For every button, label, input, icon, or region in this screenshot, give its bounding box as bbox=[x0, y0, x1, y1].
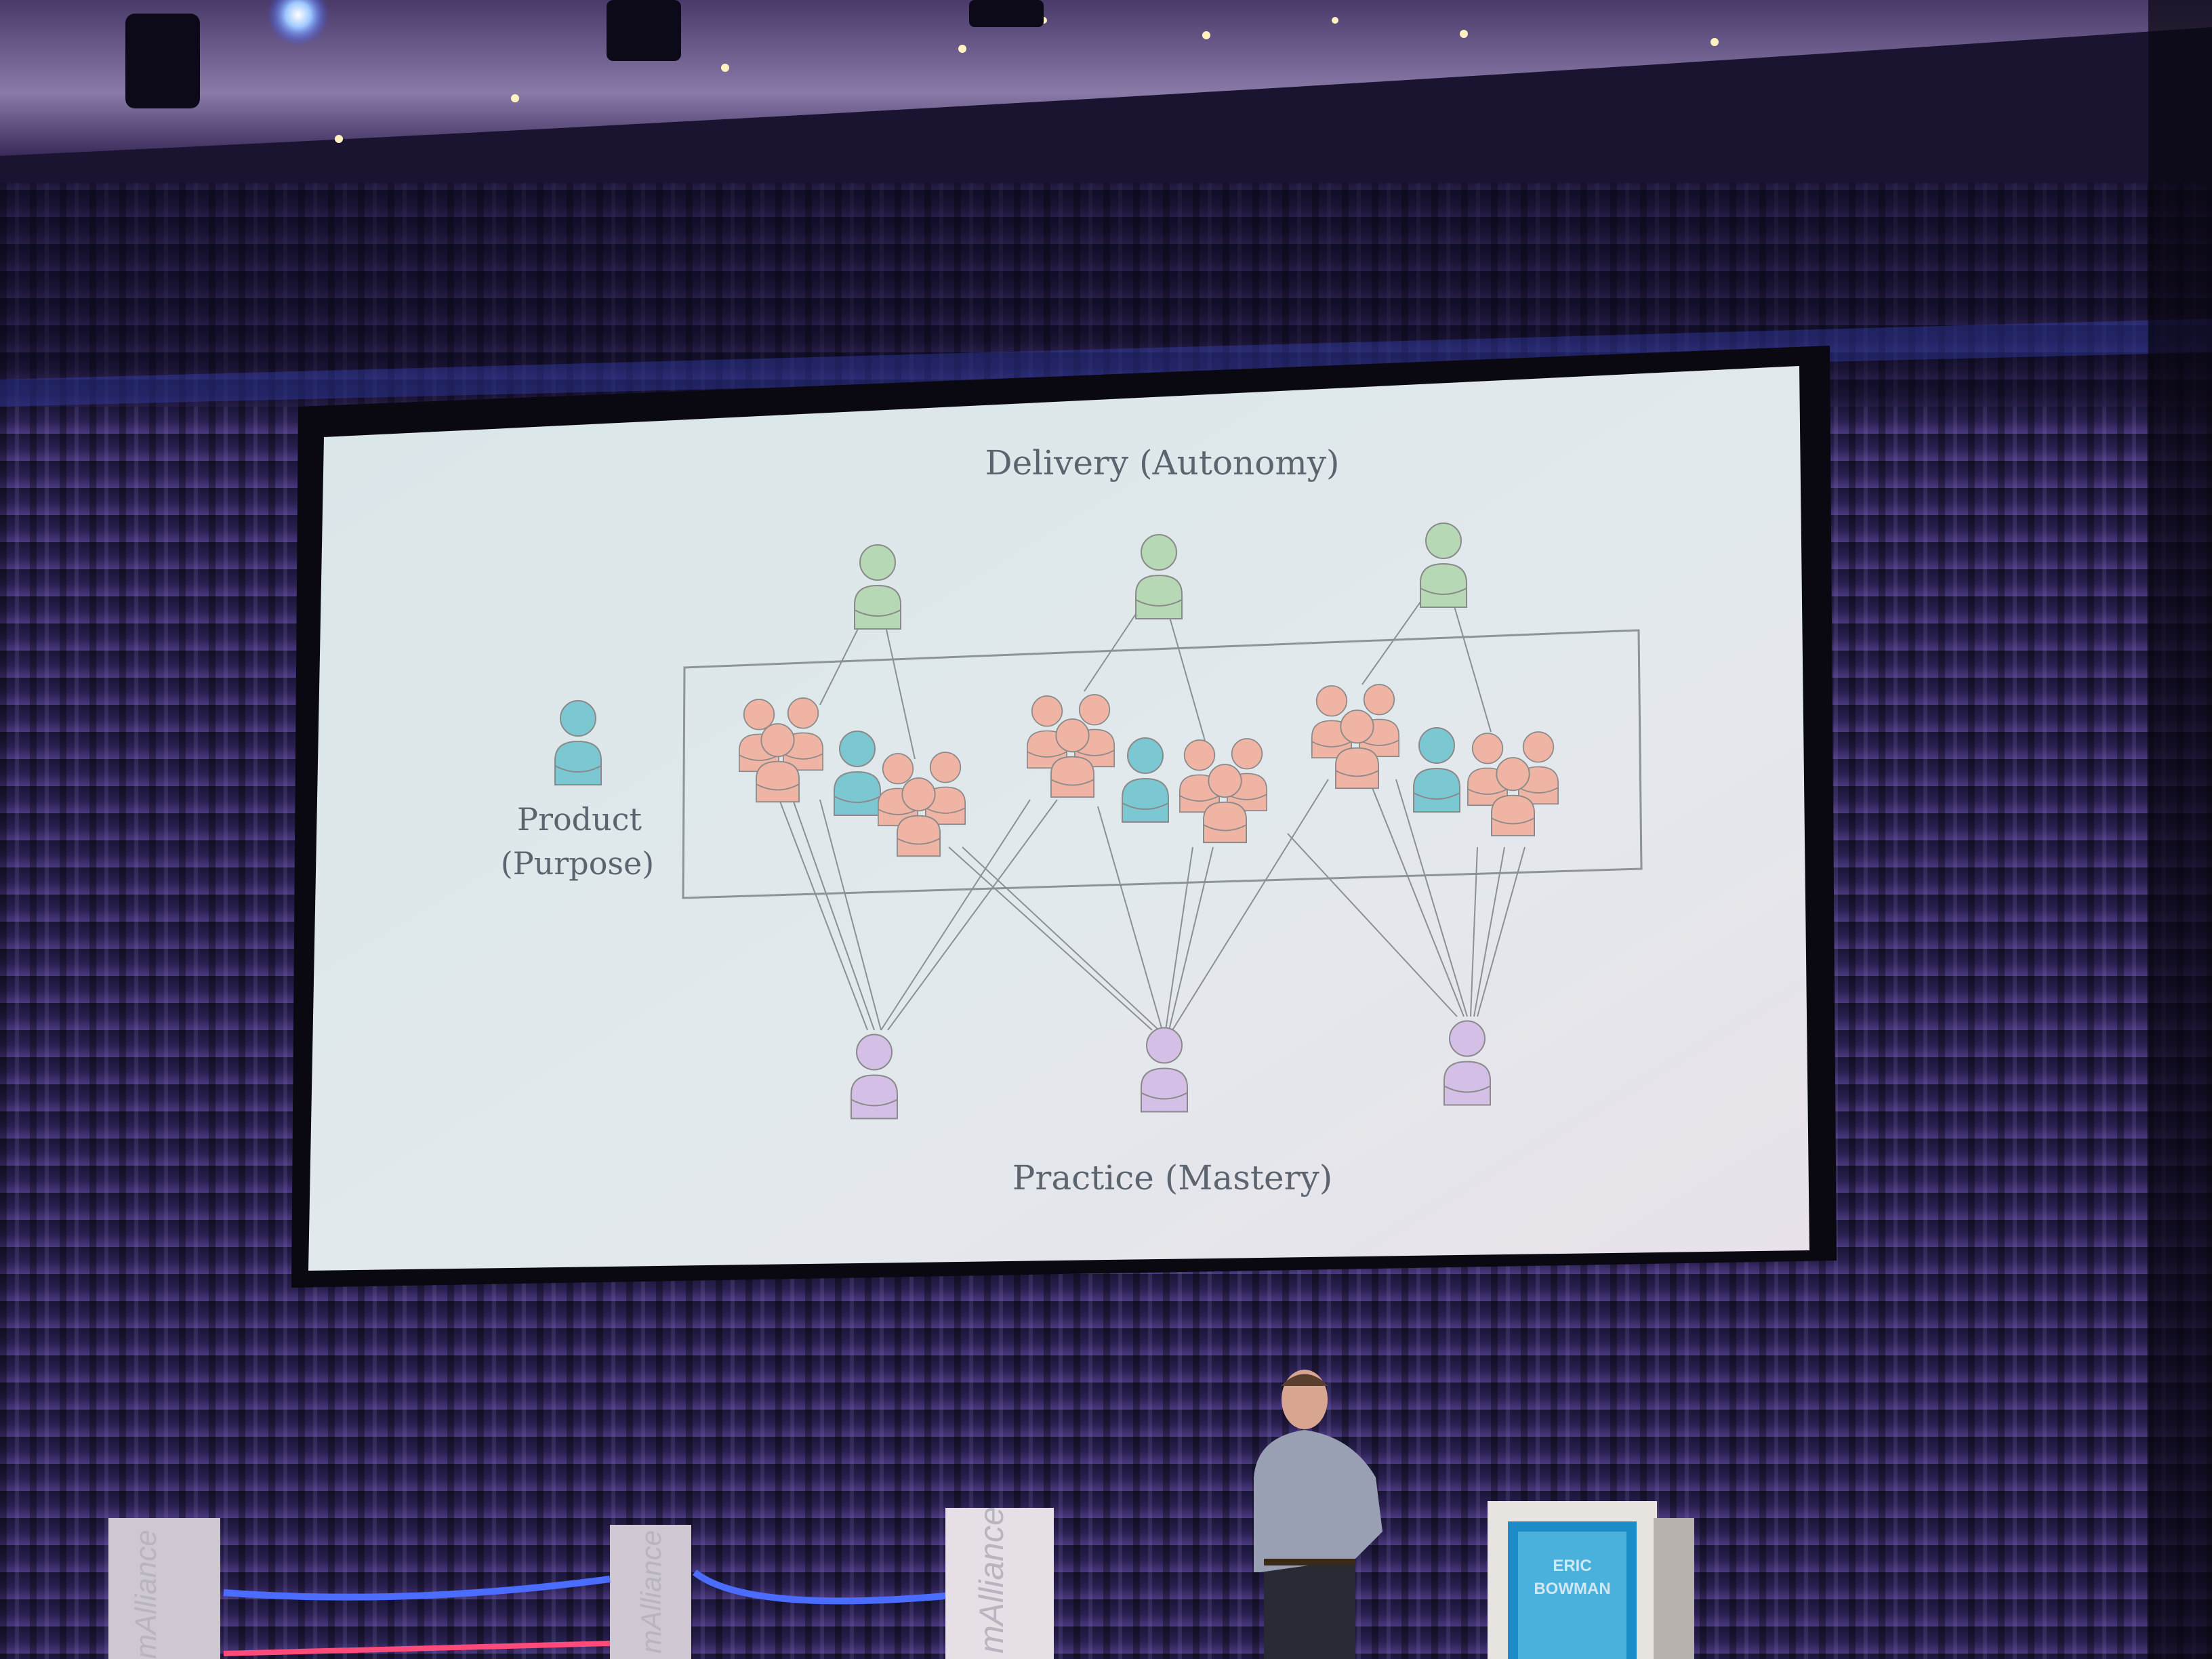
right-wall-shadow bbox=[2148, 0, 2212, 1659]
stage-light-middle bbox=[607, 0, 681, 61]
squad-container bbox=[682, 629, 1643, 899]
ceiling-lights bbox=[335, 17, 1719, 143]
stage-sign-middle bbox=[610, 1525, 691, 1659]
curtain-shadow bbox=[0, 183, 2212, 407]
neon-tube-right bbox=[692, 1570, 946, 1605]
neon-tube-red bbox=[223, 1641, 611, 1656]
spotlight-icon bbox=[267, 0, 329, 46]
blue-light-strip bbox=[0, 319, 2212, 407]
stage-sign-left bbox=[108, 1518, 220, 1659]
stage-sign-left-text: mAlliance bbox=[129, 1530, 163, 1659]
speaker-figure bbox=[1254, 1370, 1382, 1659]
connection-lines bbox=[779, 569, 1525, 1031]
purpose-label: (Purpose) bbox=[501, 845, 654, 882]
stage-sign-middle-text: mAlliance bbox=[635, 1530, 667, 1654]
stage-sign-right-text: mAlliance bbox=[972, 1507, 1010, 1654]
stage-light-right bbox=[969, 0, 1044, 27]
neon-tube-left bbox=[223, 1576, 611, 1601]
stage-light-left bbox=[125, 14, 200, 108]
podium: ERIC BOWMAN bbox=[1488, 1501, 1694, 1659]
delivery-label: Delivery (Autonomy) bbox=[985, 443, 1339, 483]
practice-label: Practice (Mastery) bbox=[1012, 1158, 1332, 1197]
stage-sign-right bbox=[945, 1508, 1054, 1659]
ceiling-ring bbox=[0, 0, 2212, 156]
podium-name-first: ERIC bbox=[1553, 1557, 1591, 1575]
product-label: Product bbox=[517, 801, 642, 838]
podium-name-last: BOWMAN bbox=[1534, 1580, 1610, 1598]
